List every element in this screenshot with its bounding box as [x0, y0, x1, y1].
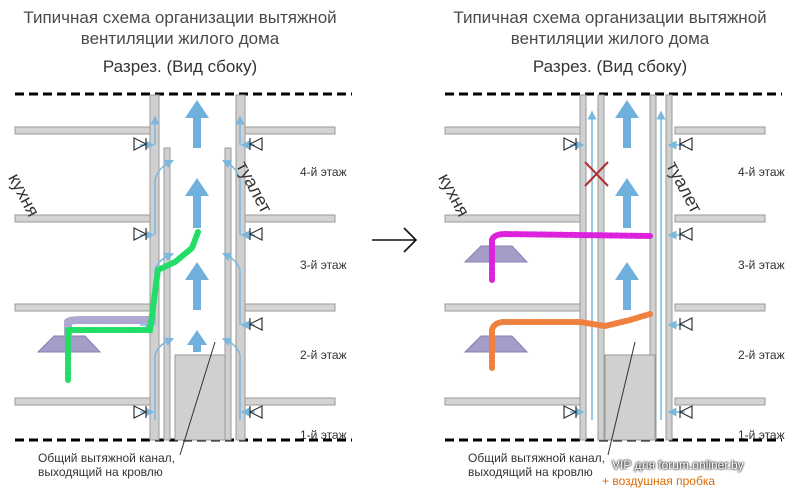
ventilation-diagram-right [444, 92, 782, 456]
kitchen-flow-orange [489, 311, 653, 371]
grille-icons-right [563, 137, 693, 419]
caption-right: Общий вытяжной канал, выходящий на кровл… [468, 451, 605, 479]
grille-icons [133, 137, 263, 419]
blocked-cross-icon [584, 161, 609, 187]
floor-4-label: 4-й этаж [300, 165, 347, 179]
watermark: VIP для forum.onliner.by [612, 458, 744, 472]
floor-slabs-right [444, 126, 766, 406]
floor-1-label-right: 1-й этаж [738, 428, 785, 442]
floor-3-label-right: 3-й этаж [738, 258, 785, 272]
caption-pointer [179, 341, 216, 456]
floor-3-label: 3-й этаж [300, 258, 347, 272]
caption-line1-right: Общий вытяжной канал, [468, 451, 606, 465]
main-channel-arrows [185, 100, 209, 352]
caption-pointer-right [607, 341, 636, 456]
kitchen-flow-magenta [489, 230, 653, 283]
caption-line2: выходящий на кровлю [38, 465, 163, 479]
transition-arrow-icon [372, 227, 418, 253]
title-line1: Типичная схема организации вытяжной [23, 8, 337, 27]
subtitle-right: Разрез. (Вид сбоку) [532, 57, 688, 76]
shaft-walls-right [579, 94, 673, 441]
main-channel-arrows-right [615, 100, 639, 310]
airflow-arrows-right [570, 110, 685, 420]
scheme-left: Типичная схема организации вытяжной вент… [0, 0, 360, 489]
subtitle: Разрез. (Вид сбоку) [102, 57, 258, 76]
title-line2-right: вентиляции жилого дома [510, 29, 710, 48]
kitchen-hood-icon-2 [463, 335, 529, 353]
air-plug-legend: + воздушная пробка [602, 474, 716, 488]
scheme-right: Типичная схема организации вытяжной вент… [430, 0, 790, 489]
kitchen-flow-green [65, 229, 201, 383]
hood-duct [64, 316, 150, 336]
caption-line1: Общий вытяжной канал, [38, 451, 176, 465]
kitchen-hood-icon-3 [463, 245, 529, 263]
floor-4-label-right: 4-й этаж [738, 165, 785, 179]
title-line1-right: Типичная схема организации вытяжной [453, 8, 767, 27]
title-line2: вентиляции жилого дома [80, 29, 280, 48]
floor-1-label: 1-й этаж [300, 428, 347, 442]
shaft-walls [149, 94, 246, 441]
caption: Общий вытяжной канал, выходящий на кровл… [38, 451, 175, 479]
ventilation-diagram-left [14, 92, 352, 456]
caption-line2-right: выходящий на кровлю [468, 465, 593, 479]
floor-2-label: 2-й этаж [300, 348, 347, 362]
floor-2-label-right: 2-й этаж [738, 348, 785, 362]
